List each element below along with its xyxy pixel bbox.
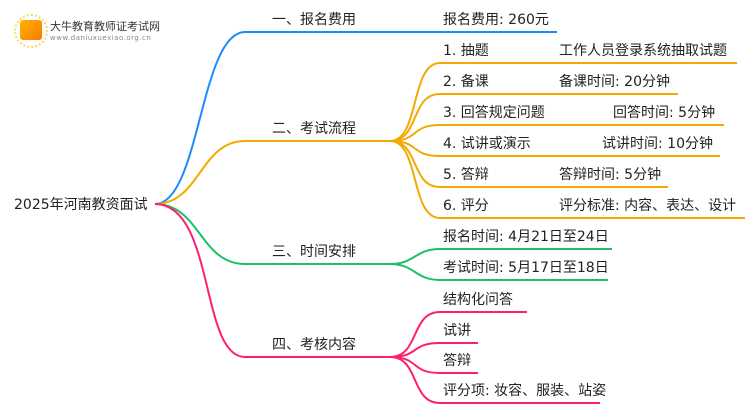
- branch-line-1: [154, 31, 557, 205]
- branch-fee: 一、报名费用: [272, 12, 356, 28]
- branch-process: 二、考试流程: [272, 121, 356, 137]
- leaf-step-name: 1. 抽题: [443, 43, 489, 59]
- leaf-step-detail: 试讲时间: 10分钟: [602, 136, 713, 152]
- leaf-step-detail: 评分标准: 内容、表达、设计: [559, 198, 737, 214]
- leaf-content: 试讲: [443, 323, 471, 339]
- logo-title: 大牛教育教师证考试网: [50, 20, 160, 33]
- leaf-schedule: 报名时间: 4月21日至24日: [443, 229, 609, 245]
- connector-line: [389, 124, 724, 142]
- branch-content: 四、考核内容: [272, 337, 356, 353]
- connector-line: [154, 203, 390, 358]
- logo-url: www.daniuxuexiao.org.cn: [50, 34, 152, 42]
- connector-line: [389, 62, 737, 142]
- leaf-step-name: 5. 答辩: [443, 167, 489, 183]
- leaf-fee: 报名费用: 260元: [443, 12, 549, 28]
- leaf-step-name: 2. 备课: [443, 74, 489, 90]
- connector-line: [389, 248, 612, 265]
- root-node: 2025年河南教资面试: [14, 197, 148, 213]
- leaf-content: 答辩: [443, 353, 471, 369]
- leaf-step-name: 4. 试讲或演示: [443, 136, 531, 152]
- branch-schedule: 三、时间安排: [272, 244, 356, 260]
- branch-lines-4: [154, 203, 600, 404]
- leaf-step-detail: 回答时间: 5分钟: [613, 105, 716, 121]
- branch-lines-2: [154, 62, 745, 219]
- logo: 大牛教育教师证考试网 www.daniuxuexiao.org.cn: [14, 14, 160, 48]
- leaf-step-detail: 备课时间: 20分钟: [559, 74, 670, 90]
- leaf-content: 结构化问答: [443, 292, 513, 308]
- leaf-step-detail: 答辩时间: 5分钟: [559, 167, 662, 183]
- connector-line: [389, 140, 720, 157]
- connector-line: [389, 342, 478, 358]
- book-icon: [14, 14, 48, 48]
- connector-line: [389, 356, 600, 404]
- connector-line: [389, 93, 678, 142]
- leaf-schedule: 考试时间: 5月17日至18日: [443, 260, 609, 276]
- connector-line: [154, 140, 390, 205]
- leaf-step-detail: 工作人员登录系统抽取试题: [559, 43, 727, 59]
- leaf-step-name: 3. 回答规定问题: [443, 105, 545, 121]
- connector-line: [389, 140, 745, 219]
- connector-line: [389, 263, 608, 281]
- leaf-step-name: 6. 评分: [443, 198, 489, 214]
- leaf-content: 评分项: 妆容、服装、站姿: [443, 383, 607, 399]
- connector-line: [389, 311, 527, 358]
